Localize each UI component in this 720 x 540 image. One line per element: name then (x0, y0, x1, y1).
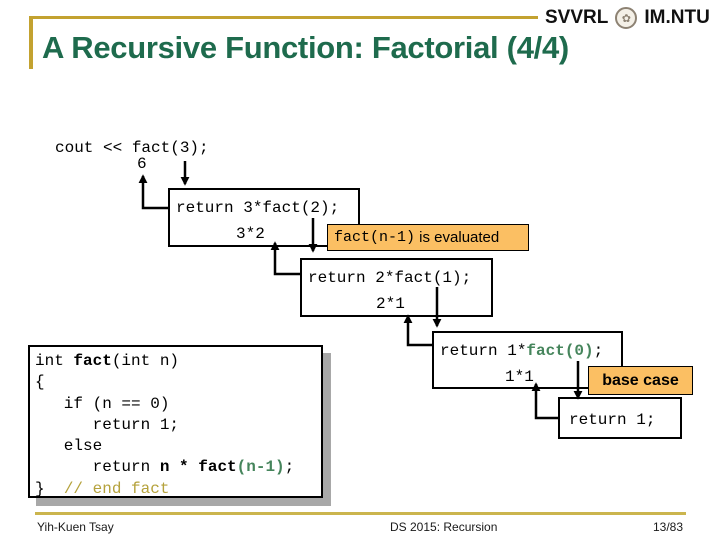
footer-page-number: 13/83 (652, 520, 683, 534)
code-l7-brace: } (35, 479, 64, 498)
trace-frame-fact0: return 1; (558, 397, 682, 439)
return-arrow-1x1-icon (531, 382, 558, 420)
code-l6-pre: return (35, 458, 160, 477)
brand-svvrl: SVVRL (545, 7, 609, 28)
callout-evaluated-label: is evaluated (415, 229, 500, 246)
frame3-eval-line: 1*1 (505, 368, 534, 386)
code-l1-fact: fact (73, 352, 112, 370)
code-l1-pre: int (35, 352, 74, 370)
frame4-return-line: return 1; (569, 411, 656, 429)
callout-evaluated: fact(n-1) is evaluated (327, 224, 529, 251)
page-title: A Recursive Function: Factorial (4/4) (42, 30, 569, 65)
header-rule (30, 16, 538, 19)
frame3-base-call: fact(0) (526, 342, 594, 360)
code-l1-post: (int n) (111, 352, 180, 370)
code-line-3: if (n == 0) (35, 394, 170, 413)
frame3-return-pre: return 1* (440, 342, 527, 360)
code-line-4: return 1; (35, 415, 180, 434)
code-line-5: else (35, 437, 103, 456)
ntu-seal-icon: ✿ (615, 7, 638, 29)
footer-author: Yih-Kuen Tsay (37, 520, 114, 534)
frame1-return-line: return 3*fact(2); (176, 199, 340, 217)
frame1-eval-line: 3*2 (236, 225, 265, 243)
brand: SVVRL ✿ IM.NTU (545, 5, 710, 31)
source-code-box: int fact(int n) { if (n == 0) return 1; … (28, 345, 323, 498)
frame3-return-line: return 1*fact(0); (440, 342, 603, 360)
trace-call-statement: cout << fact(3); (55, 139, 209, 157)
title-accent-bar (29, 16, 33, 69)
code-l6-bold: n * fact (159, 458, 237, 477)
code-line-1: int fact(int n) (35, 351, 321, 372)
trace-frame-fact2: return 2*fact(1); 2*1 (300, 258, 493, 317)
return-arrow-6-icon (138, 174, 168, 210)
code-line-6: return n * fact(n-1); (35, 457, 321, 478)
callout-evaluated-code: fact(n-1) (334, 229, 416, 246)
code-l7-comment: // end fact (63, 479, 170, 498)
footer-rule (35, 512, 686, 515)
return-arrow-3x2-icon (270, 241, 300, 276)
code-line-2: { (35, 373, 45, 392)
frame3-return-post: ; (593, 342, 604, 360)
callout-base-case: base case (588, 366, 693, 395)
code-l6-post: ; (284, 458, 295, 477)
trace-frame-fact3: return 3*fact(2); 3*2 (168, 188, 360, 247)
trace-final-value: 6 (137, 155, 147, 173)
footer-course: DS 2015: Recursion (390, 520, 498, 534)
frame2-return-line: return 2*fact(1); (308, 269, 472, 287)
frame2-eval-line: 2*1 (376, 295, 405, 313)
code-line-7: } // end fact (35, 479, 321, 500)
return-arrow-2x1-icon (403, 314, 432, 347)
brand-imntu: IM.NTU (644, 7, 710, 28)
code-l6-green: (n-1) (236, 458, 285, 477)
